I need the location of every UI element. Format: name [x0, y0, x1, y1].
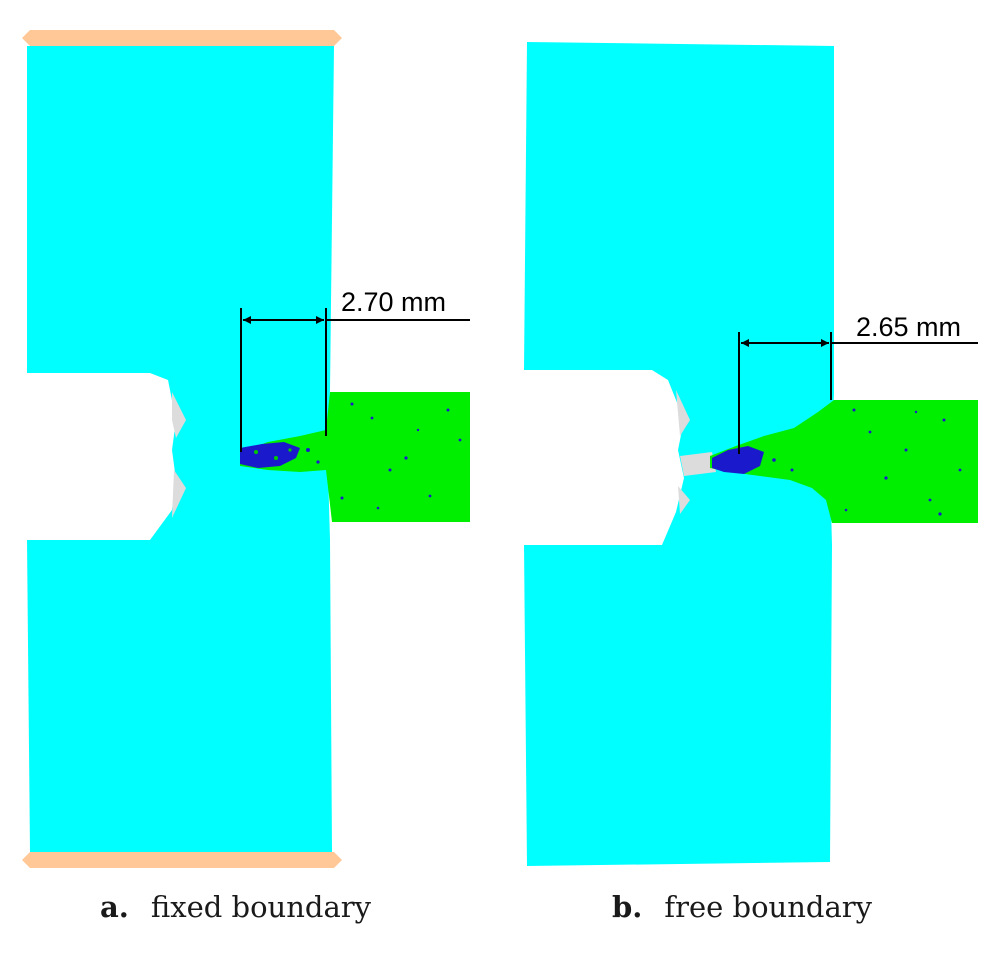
dimension-label-b: 2.65 mm	[856, 312, 961, 342]
panel-b: 2.65 mm	[524, 42, 978, 866]
damage-region-b	[712, 446, 764, 474]
top-clamp-a	[22, 30, 342, 46]
punch-region-b	[710, 400, 978, 523]
dimension-a	[240, 308, 470, 452]
green-speckle-a	[254, 448, 292, 460]
caption-letter-a: a.	[100, 890, 129, 924]
caption-a: a. fixed boundary	[100, 890, 371, 924]
void-region-b2	[676, 390, 690, 436]
caption-letter-b: b.	[612, 890, 643, 924]
caption-b: b. free boundary	[612, 890, 872, 924]
panel-a: 2.70 mm	[22, 30, 470, 868]
void-region-a2	[172, 470, 186, 518]
caption-text-a: fixed boundary	[150, 890, 372, 924]
bottom-clamp-a	[22, 852, 342, 868]
dimension-b	[738, 332, 978, 454]
void-region-b	[680, 452, 716, 476]
damage-speckle-a	[306, 402, 462, 510]
specimen-plate-b	[524, 42, 834, 866]
damage-speckle-b	[772, 408, 962, 516]
damage-region-a	[240, 442, 300, 468]
void-region-a	[172, 392, 186, 438]
void-region-b3	[678, 486, 690, 514]
dimension-label-a: 2.70 mm	[341, 287, 446, 317]
punch-region-a	[240, 392, 470, 522]
specimen-plate-a	[27, 46, 334, 852]
caption-text-b: free boundary	[664, 890, 872, 924]
